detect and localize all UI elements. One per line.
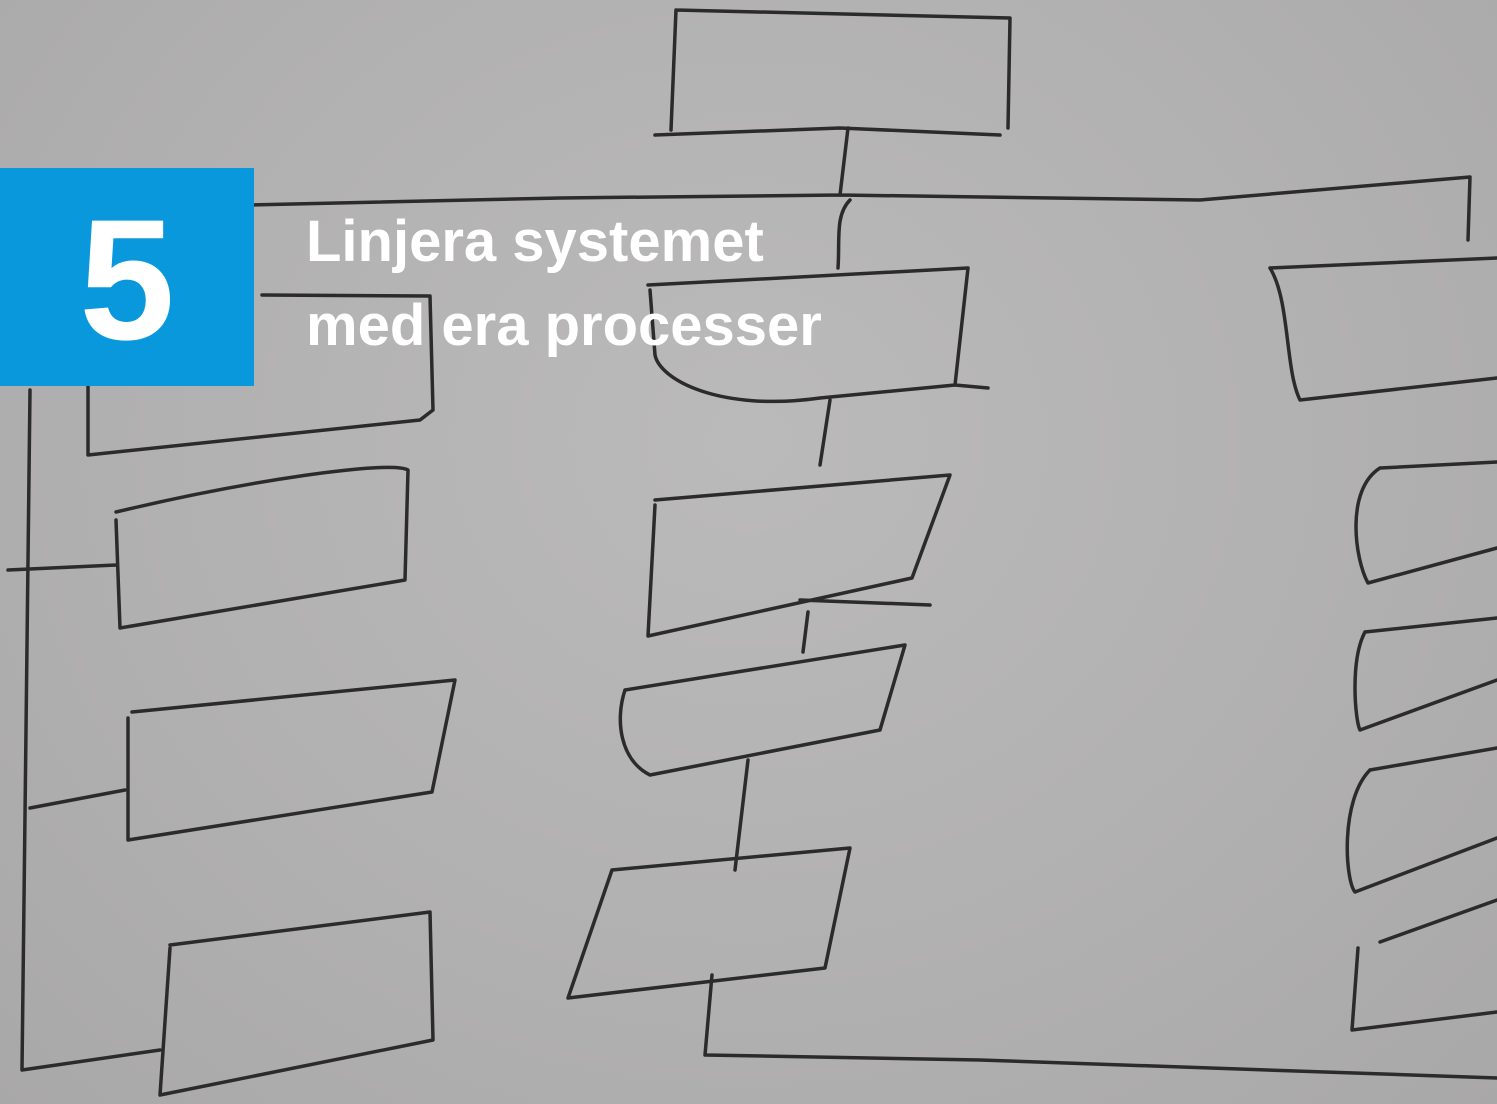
right-box-4 bbox=[1345, 746, 1497, 894]
middle-box-4 bbox=[566, 846, 852, 1000]
middle-connector-1 bbox=[818, 398, 832, 467]
left-box-4 bbox=[158, 910, 435, 1097]
slide-headline: Linjera systemet med era processer bbox=[306, 200, 1006, 368]
left-box-2 bbox=[6, 465, 410, 630]
step-number-badge: 5 bbox=[0, 168, 254, 386]
middle-box-2 bbox=[646, 473, 952, 638]
step-number: 5 bbox=[79, 184, 175, 376]
top-box bbox=[653, 8, 1012, 137]
right-box-3 bbox=[1353, 616, 1497, 732]
headline-line-2: med era processer bbox=[306, 293, 822, 358]
right-box-5 bbox=[1350, 898, 1497, 1032]
middle-connector-3 bbox=[733, 758, 750, 872]
right-box-1 bbox=[1268, 256, 1497, 402]
middle-bracket bbox=[836, 198, 852, 270]
middle-connector-2 bbox=[801, 610, 810, 654]
left-box-1 bbox=[86, 293, 435, 457]
headline-line-1: Linjera systemet bbox=[306, 209, 764, 274]
left-vertical bbox=[20, 388, 162, 1072]
middle-box-1 bbox=[646, 266, 990, 404]
middle-box-3 bbox=[618, 643, 907, 777]
middle-connector-4 bbox=[703, 973, 1497, 1080]
left-box-3 bbox=[28, 678, 457, 842]
right-box-2 bbox=[1354, 460, 1497, 585]
